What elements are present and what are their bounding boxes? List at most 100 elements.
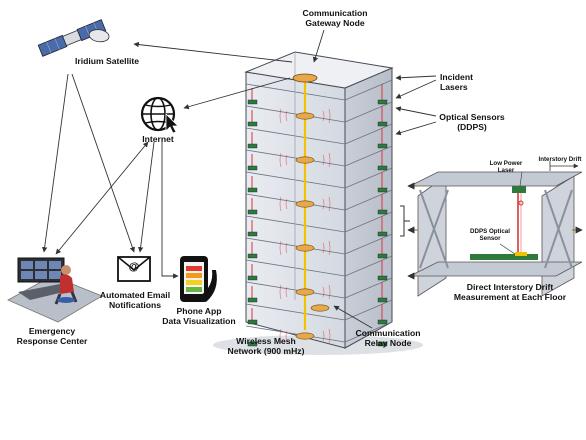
mesh-wave [285, 198, 288, 210]
phone-line-1: Phone App [176, 306, 222, 316]
envelope-icon [117, 256, 151, 282]
mesh-wave [285, 286, 288, 298]
phone-line-2: Data Visualization [162, 316, 236, 326]
relay-node [295, 112, 315, 120]
floor-slab-front [245, 215, 346, 233]
relay-node [295, 200, 315, 208]
ddps-sensor-line-2: Sensor [479, 235, 501, 242]
relay-line-1: Communication [355, 328, 421, 338]
emergency-line-2: Response Center [16, 336, 88, 346]
optical-sensor [247, 231, 258, 237]
mesh-waves [279, 108, 331, 344]
incident-lasers-line-1: Incident [440, 72, 473, 82]
relay-nodes [292, 73, 330, 340]
incident-lasers-label: Incident Lasers [440, 72, 473, 92]
relay-label-arrow [333, 305, 373, 329]
mesh-wave [328, 152, 331, 168]
gateway-to-internet-arrow [183, 77, 291, 110]
control-room-icon [7, 257, 103, 323]
gateway-label-arrow [312, 29, 325, 63]
optical-sensor [247, 275, 258, 281]
satellite-icon [37, 19, 110, 57]
gateway-label: Communication Gateway Node [290, 8, 380, 28]
gateway-label-line-1: Communication [302, 8, 368, 18]
mesh-wave [322, 154, 325, 166]
optical-sensors-line-1: Optical Sensors [439, 112, 505, 122]
optical-sensor [247, 165, 258, 171]
optical-sensor [377, 275, 388, 281]
floor-slab-side [344, 101, 393, 123]
drift-detail-frame [407, 161, 583, 297]
optical-sensors-label: Optical Sensors (DDPS) [430, 112, 514, 132]
floor-slab-front [245, 281, 346, 299]
low-power-laser-line-1: Low Power [489, 160, 523, 167]
interstory-drift-label: Interstory Drift [538, 156, 582, 163]
email-line-2: Notifications [108, 300, 162, 310]
optical-sensor [377, 341, 388, 347]
optical-sensor [377, 209, 388, 215]
connection-arrows [41, 29, 437, 329]
mesh-wave [279, 328, 282, 344]
mesh-wave [322, 286, 325, 298]
mesh-wave [279, 196, 282, 212]
optical-sensor [247, 341, 258, 347]
optical-sensor [377, 143, 388, 149]
email-line-1: Automated Email [99, 290, 171, 300]
floor-slab-front [245, 303, 346, 321]
gateway-node [292, 73, 318, 83]
mesh-wave [279, 108, 282, 124]
mesh-wave [328, 328, 331, 344]
floor-slab-front [245, 105, 346, 123]
floor-slab-front [245, 127, 346, 145]
globe-cursor-icon [140, 96, 179, 134]
optical-sensor [377, 319, 388, 325]
mesh-wave [279, 240, 282, 256]
ddps-sensor-line-1: DDPS Optical [470, 228, 510, 235]
low-power-laser-label: Low Power Laser [476, 160, 536, 174]
mesh-wave [328, 240, 331, 256]
laser-beams [251, 84, 383, 322]
mesh-wave [279, 284, 282, 300]
floor-slab-side [344, 321, 393, 343]
optical-sensor [377, 187, 388, 193]
floor-slab-front [245, 325, 346, 343]
emergency-line-1: Emergency [28, 326, 76, 336]
relay-node [295, 332, 315, 340]
floor-slabs [245, 79, 393, 343]
incident-lasers-arrow-1 [395, 75, 437, 81]
optical-sensor [377, 253, 388, 259]
sensors-arrow-2 [395, 121, 437, 136]
floor-slab-side [344, 167, 393, 189]
incident-lasers-arrow-2 [395, 79, 437, 99]
direct-drift-label: Direct Interstory Drift Measurement at E… [444, 282, 576, 302]
mesh-wave [285, 110, 288, 122]
optical-sensor [377, 165, 388, 171]
relay-node [295, 288, 315, 296]
building [213, 51, 423, 355]
mesh-wave [328, 196, 331, 212]
email-label: Automated Email Notifications [92, 290, 178, 310]
satellite-label: Iridium Satellite [75, 56, 139, 66]
mesh-wave [322, 198, 325, 210]
mesh-wave [322, 242, 325, 254]
mesh-line-1: Wireless Mesh [236, 336, 296, 346]
mesh-line-2: Network (900 mHz) [227, 346, 305, 356]
optical-sensor [377, 99, 388, 105]
optical-sensor [247, 209, 258, 215]
phone-icon [180, 256, 217, 302]
sensors-arrow-1 [395, 106, 437, 117]
emergency-label: Emergency Response Center [4, 326, 100, 346]
optical-sensor [247, 253, 258, 259]
mesh-wave [328, 108, 331, 124]
low-power-laser-line-2: Laser [497, 167, 515, 174]
optical-sensor [247, 121, 258, 127]
email-at-symbol: @ [128, 261, 140, 273]
satellite-to-email-arrow [71, 73, 135, 253]
optical-sensor [247, 143, 258, 149]
mesh-wave [322, 110, 325, 122]
floor-slab-side [344, 211, 393, 233]
floor-slab-side [344, 189, 393, 211]
optical-sensor [377, 231, 388, 237]
